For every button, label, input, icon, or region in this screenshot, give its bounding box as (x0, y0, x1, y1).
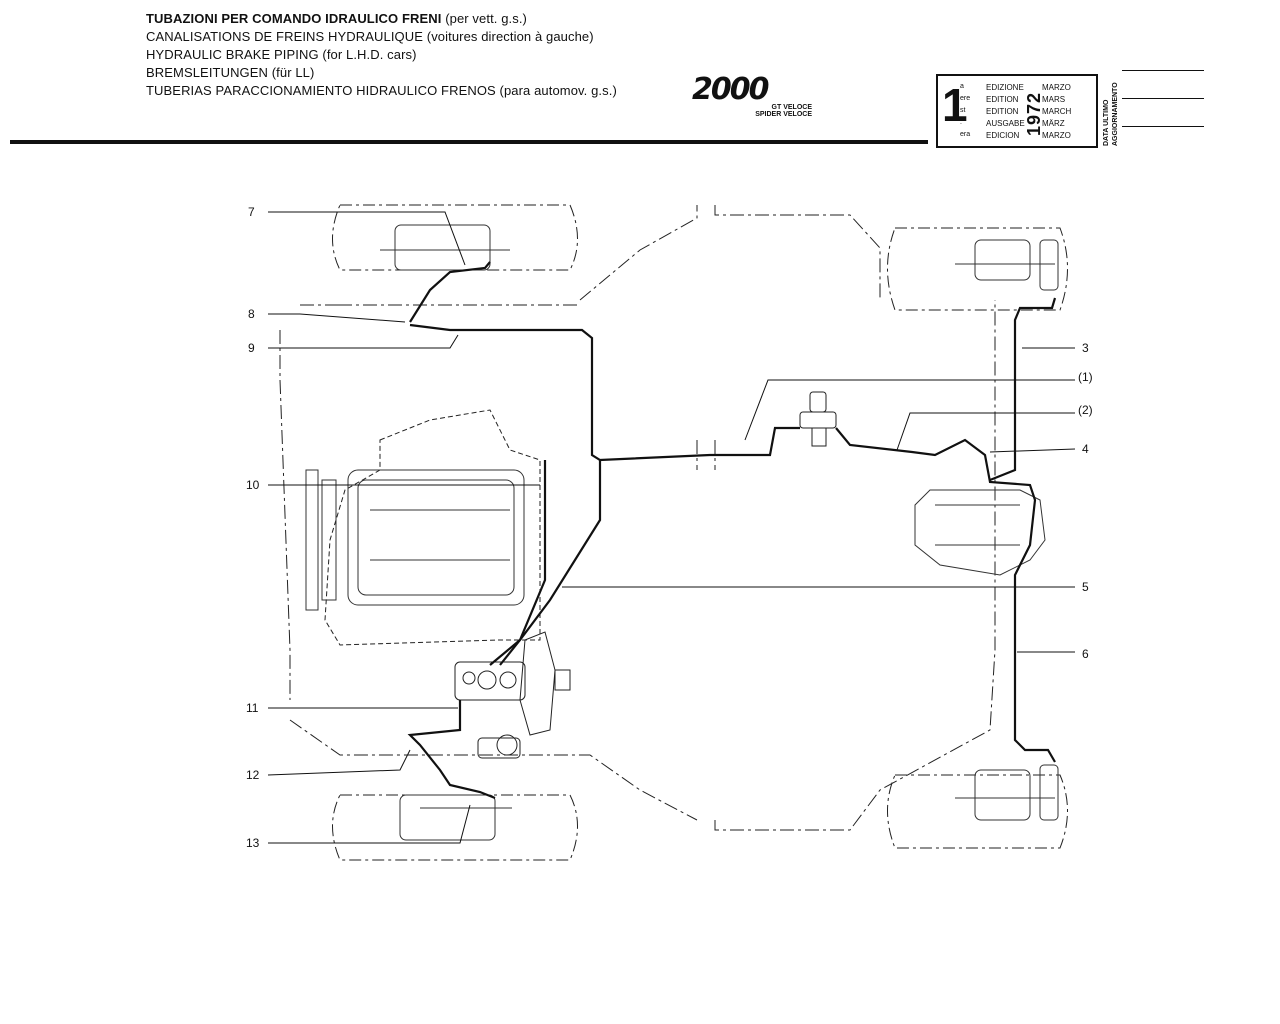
edition-month: MARS (1042, 95, 1066, 104)
callout-8: 8 (248, 307, 255, 321)
edition-month: MÄRZ (1042, 119, 1065, 128)
edition-suffix: a (960, 83, 964, 90)
rear-right-drum (955, 764, 1059, 821)
callout-2: (2) (1078, 403, 1093, 417)
front-left-brake (380, 224, 510, 271)
edition-label: EDICION (986, 131, 1020, 140)
title-main: TUBAZIONI PER COMANDO IDRAULICO FRENI (146, 11, 442, 26)
edition-box: 1 a ere st . era EDIZIONE EDITION EDITIO… (936, 74, 1098, 148)
differential (914, 489, 1046, 576)
header-rule (10, 140, 928, 144)
title-line-es: TUBERIAS PARACCIONAMIENTO HIDRAULICO FRE… (146, 82, 617, 100)
callout-7: 7 (248, 205, 255, 219)
brake-valve (799, 391, 837, 447)
engine-outline (324, 409, 541, 646)
callout-12: 12 (246, 768, 260, 782)
front-right-drum (955, 239, 1059, 291)
callout-10: 10 (246, 478, 260, 492)
logo-line-1: GT VELOCE (771, 104, 812, 111)
edition-label: EDITION (986, 95, 1019, 104)
edition-digit: 1 (942, 79, 968, 131)
callouts-right: 3 (1) (2) 4 5 6 (1078, 341, 1093, 661)
rear-left-brake (399, 794, 512, 841)
title-line-it: TUBAZIONI PER COMANDO IDRAULICO FRENI (p… (146, 10, 617, 28)
title-line-fr: CANALISATIONS DE FREINS HYDRAULIQUE (voi… (146, 28, 617, 46)
edition-suffix: st (960, 107, 966, 114)
callouts-left: 7 8 9 10 11 12 13 (246, 205, 260, 850)
edition-label: AUSGABE (986, 119, 1025, 128)
wheel-outlines (332, 204, 1068, 861)
title-line-en: HYDRAULIC BRAKE PIPING (for L.H.D. cars) (146, 46, 617, 64)
edition-month: MARZO (1042, 83, 1071, 92)
callout-9: 9 (248, 341, 255, 355)
callout-lines (267, 211, 1076, 844)
model-logo: 2000 GT VELOCE SPIDER VELOCE (692, 72, 822, 120)
update-line (1122, 70, 1204, 71)
title-line-de: BREMSLEITUNGEN (für LL) (146, 64, 617, 82)
chassis-outline (279, 205, 996, 831)
callout-4: 4 (1082, 442, 1089, 456)
edition-suffix: . (960, 119, 962, 126)
update-line (1122, 98, 1204, 99)
title-paren: (para automov. g.s.) (495, 83, 617, 98)
callout-3: 3 (1082, 341, 1089, 355)
title-paren: (per vett. g.s.) (441, 11, 527, 26)
title-main: CANALISATIONS DE FREINS HYDRAULIQUE (146, 29, 424, 44)
callout-1: (1) (1078, 370, 1093, 384)
title-main: BREMSLEITUNGEN (146, 65, 269, 80)
title-paren: (voitures direction à gauche) (423, 29, 594, 44)
edition-suffix: era (960, 131, 971, 138)
brake-pipes (407, 261, 1057, 800)
title-paren: (für LL) (268, 65, 315, 80)
edition-suffix: ere (960, 95, 971, 102)
logo-line-2: SPIDER VELOCE (755, 111, 812, 118)
logo-mark: 2000 (692, 72, 769, 107)
update-line (1122, 126, 1204, 127)
title-main: TUBERIAS PARACCIONAMIENTO HIDRAULICO FRE… (146, 83, 496, 98)
callout-13: 13 (246, 836, 260, 850)
callout-6: 6 (1082, 647, 1089, 661)
title-paren: (for L.H.D. cars) (318, 47, 417, 62)
edition-month: MARZO (1042, 131, 1071, 140)
callout-5: 5 (1082, 580, 1089, 594)
master-cylinder (454, 631, 571, 759)
edition-label: EDITION (986, 107, 1019, 116)
edition-label: EDIZIONE (986, 83, 1024, 92)
title-main: HYDRAULIC BRAKE PIPING (146, 47, 319, 62)
title-block: TUBAZIONI PER COMANDO IDRAULICO FRENI (p… (146, 10, 617, 100)
update-lines (1122, 70, 1204, 154)
edition-month: MARCH (1042, 107, 1072, 116)
engine-block (305, 469, 525, 611)
callout-11: 11 (246, 701, 259, 715)
